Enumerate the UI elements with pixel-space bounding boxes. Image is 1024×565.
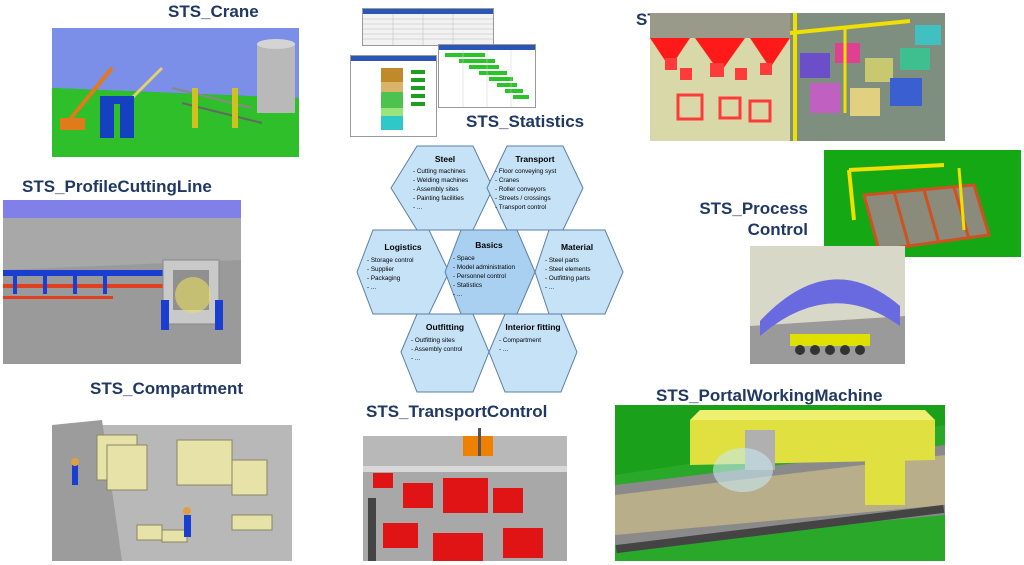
module-hexagon-diagram: Steel - Cutting machines - Welding machi… [355,140,625,395]
hex-material-item: - Steel parts [545,257,579,264]
hex-interior-item: - Compartment [499,337,541,344]
process-control-top-screenshot [824,150,1021,257]
process-control-bottom-screenshot [750,246,905,364]
hex-outfitting-title: Outfitting [426,322,464,332]
hex-interior-title: Interior fitting [505,322,560,332]
hex-logistics-item: - Packaging [367,275,401,282]
hex-material-title: Material [561,242,593,252]
hex-basics: Basics - Space - Model administration - … [444,229,536,315]
transport-control-screenshot [363,428,567,561]
hex-basics-item: - Statistics [453,282,482,289]
hex-basics-title: Basics [475,240,503,250]
hex-steel-item: - ... [413,204,422,211]
hex-outfitting: Outfitting - Outfitting sites - Assembly… [400,313,490,393]
hex-outfitting-item: - ... [411,355,420,362]
label-sts-transport-control: STS_TransportControl [366,402,548,421]
label-sts-statistics: STS_Statistics [466,112,585,131]
label-sts-process-control: STS_Process Control [690,198,808,240]
label-sts-crane: STS_Crane [168,2,259,21]
statistics-table-screenshot [362,8,494,46]
hex-transport-item: - Roller conveyors [495,186,546,193]
hex-steel-item: - Cutting machines [413,168,466,175]
hex-transport-item: - Streets / crossings [495,195,551,202]
hex-transport-item: - Transport control [495,204,546,211]
hex-logistics-title: Logistics [384,242,422,252]
hex-material-item: - Steel elements [545,266,591,273]
hex-basics-item: - Space [453,255,475,262]
label-sts-process-line1: STS_Process [699,199,808,218]
hex-transport-item: - Cranes [495,177,519,184]
label-sts-compartment: STS_Compartment [90,379,244,398]
label-sts-profile-cutting-line: STS_ProfileCuttingLine [22,177,212,196]
hex-logistics-item: - Storage control [367,257,414,264]
hex-outfitting-item: - Outfitting sites [411,337,455,344]
hex-material-item: - Outfitting parts [545,275,590,282]
hex-steel-item: - Assembly sites [413,186,459,193]
statistics-gantt-screenshot [438,44,536,108]
hex-logistics-item: - Supplier [367,266,394,273]
compartment-screenshot [52,405,292,561]
space-screenshot [650,13,945,141]
hex-interior-item: - ... [499,346,508,353]
portal-machine-screenshot [615,405,945,561]
statistics-bar-screenshot [350,55,437,137]
hex-basics-item: - ... [453,291,462,298]
hex-material-item: - ... [545,284,554,291]
hex-outfitting-item: - Assembly control [411,346,462,353]
label-sts-portal-working-machine: STS_PortalWorkingMachine [656,386,883,405]
hex-steel-item: - Welding machines [413,177,468,184]
hex-transport-title: Transport [515,154,554,164]
hex-transport-item: - Floor conveying syst [495,168,556,175]
hex-logistics: Logistics - Storage control - Supplier -… [356,229,450,315]
hex-steel-item: - Painting facilities [413,195,464,202]
hex-material: Material - Steel parts - Steel elements … [534,229,624,315]
label-sts-process-line2: Control [747,220,808,239]
hex-basics-item: - Model administration [453,264,515,271]
hex-steel: Steel - Cutting machines - Welding machi… [390,145,494,231]
profile-cutting-screenshot [3,200,241,364]
hex-interior-fitting: Interior fitting - Compartment - ... [488,313,578,393]
hex-steel-title: Steel [435,154,455,164]
hex-logistics-item: - ... [367,284,376,291]
crane-screenshot [52,28,299,157]
hex-transport: Transport - Floor conveying syst - Crane… [486,145,584,231]
hex-basics-item: - Personnel control [453,273,506,280]
